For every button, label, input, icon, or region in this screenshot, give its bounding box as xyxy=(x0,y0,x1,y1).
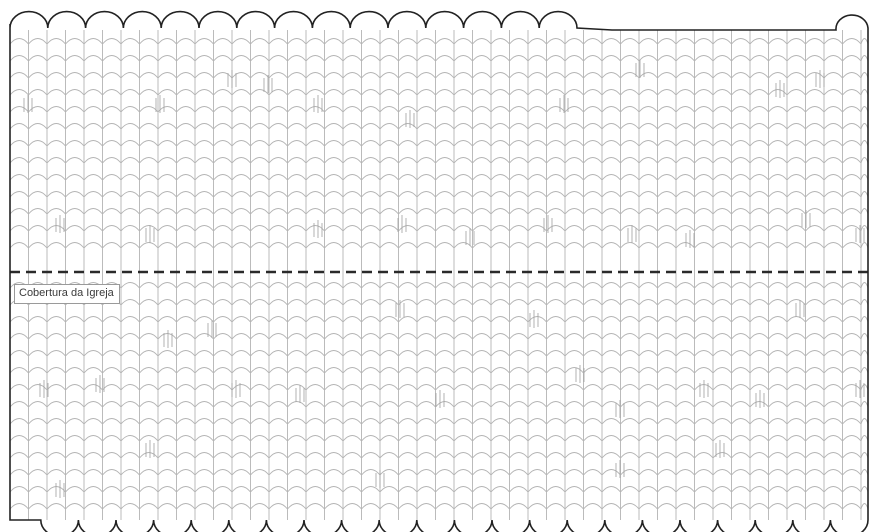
template-label: Cobertura da Igreja xyxy=(14,284,120,304)
cut-outline xyxy=(9,10,869,532)
tile-ridge-marks xyxy=(23,60,865,498)
roof-tile-pattern xyxy=(9,30,869,520)
tile-lines xyxy=(9,30,869,520)
